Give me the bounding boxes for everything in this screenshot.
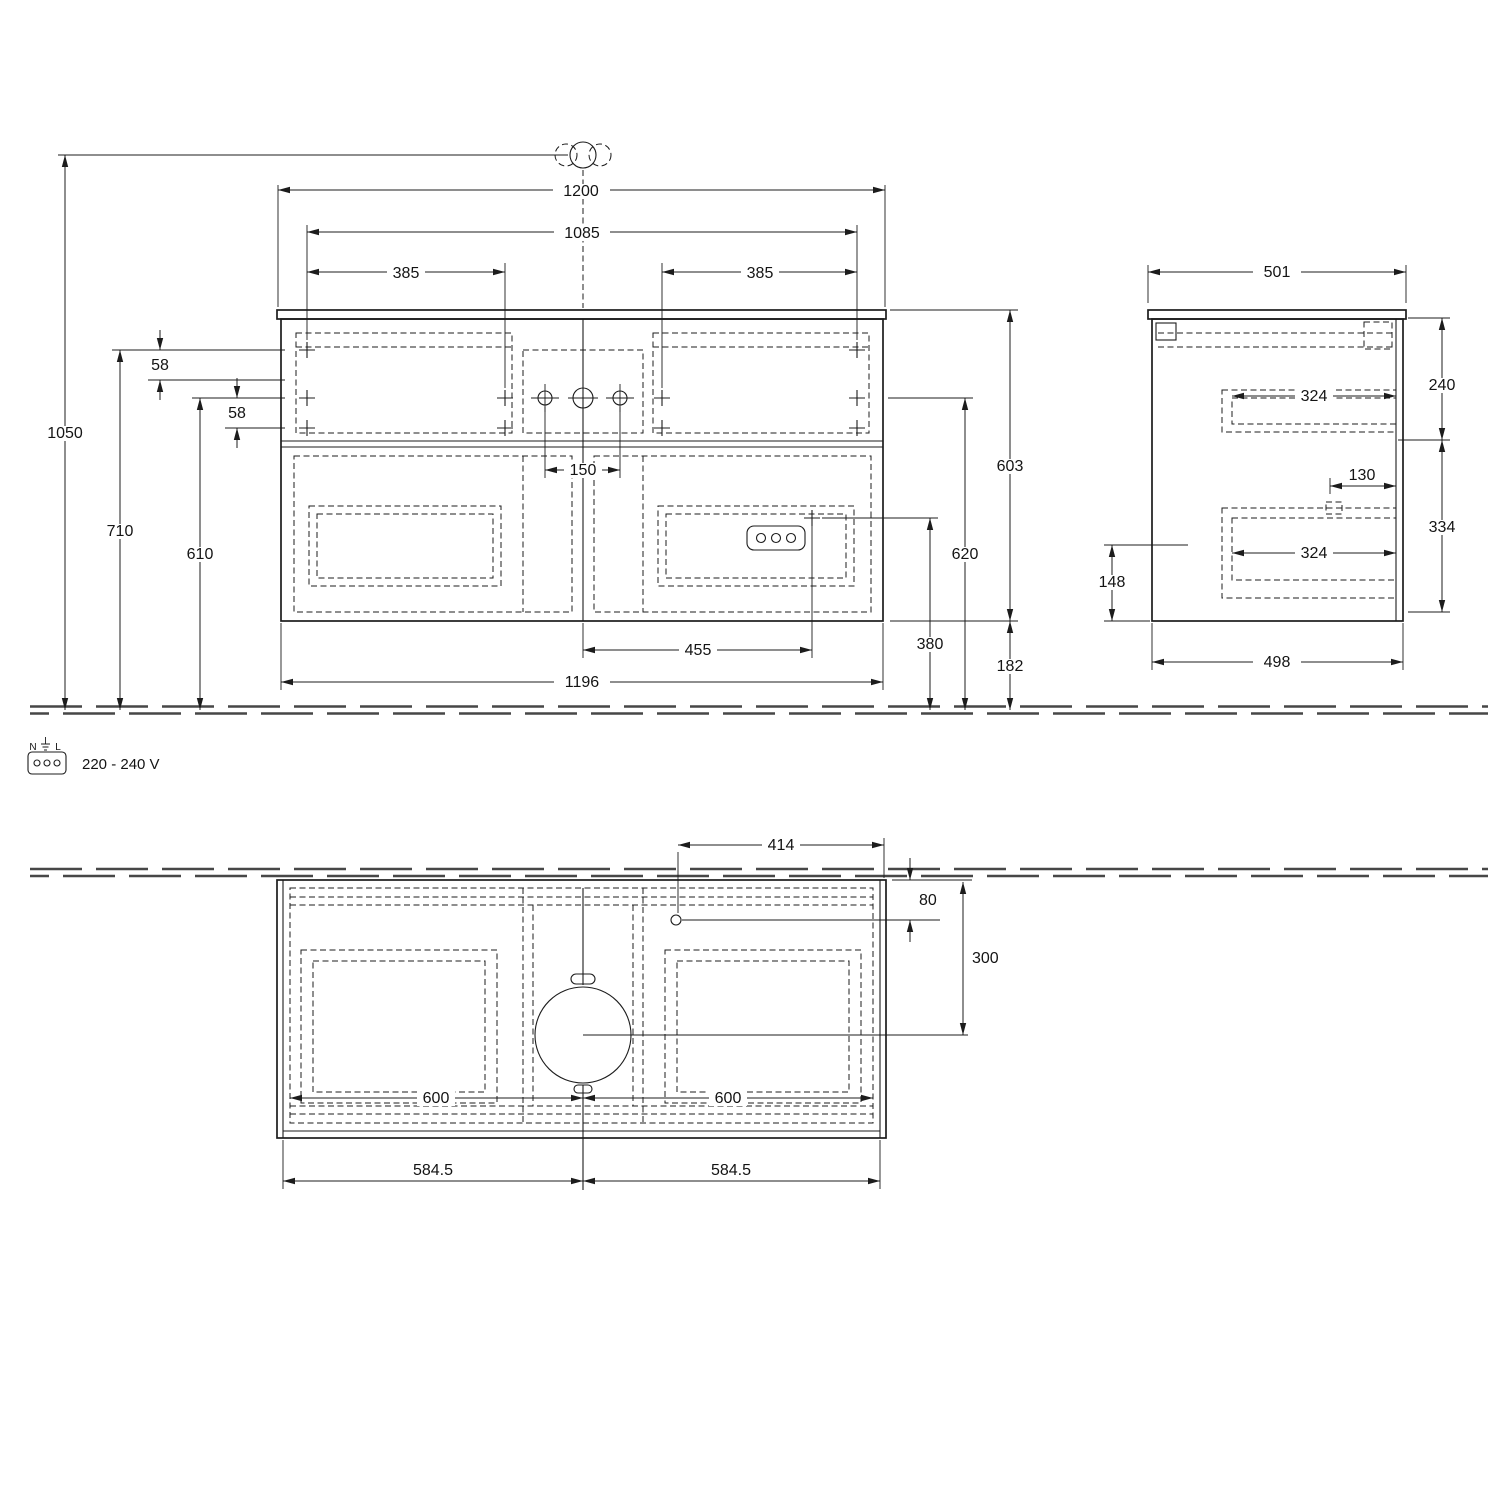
power-socket-icon: N L 220 - 240 V	[27, 737, 160, 775]
dim-label-clearance: 182	[997, 658, 1024, 675]
floor-hatch-line	[30, 705, 1488, 715]
cable-socket-symbol	[746, 525, 806, 551]
fixing-point-crosses	[299, 342, 865, 526]
overflow-slot-bottom	[573, 1084, 593, 1094]
cable-hole	[670, 914, 682, 926]
side-dimension-lines	[1108, 268, 1446, 666]
side-dimension-labels: 501 240 324 130 334 324 148 498	[1093, 264, 1461, 671]
dim-label-height-upper: 710	[107, 523, 134, 540]
dim-label-drain-depth: 300	[972, 950, 999, 967]
side-cabinet-internals	[1158, 321, 1397, 599]
dim-label-overall-width: 1200	[563, 183, 599, 200]
mixer-tap-symbol	[58, 141, 612, 308]
line-label: L	[55, 742, 61, 753]
dim-label-hole-offset: 414	[768, 837, 795, 854]
dim-label-rail-lower: 324	[1301, 545, 1328, 562]
top-view: 414 80 300 600 600 584.5 584.5	[276, 837, 999, 1190]
dim-label-bottom-gap: 148	[1099, 574, 1126, 591]
dim-label-socket-height: 380	[917, 636, 944, 653]
top-outline	[276, 879, 887, 1139]
ground-symbol	[41, 737, 50, 751]
dim-label-half-left: 584.5	[413, 1162, 453, 1179]
dim-label-basin-left: 600	[423, 1090, 450, 1107]
dim-label-depth-bottom: 498	[1264, 654, 1291, 671]
side-view: 501 240 324 130 334 324 148 498	[1093, 264, 1461, 671]
wall-hatch-line	[30, 867, 1488, 878]
dim-label-total-height: 1050	[47, 425, 83, 442]
neutral-label: N	[29, 742, 36, 753]
dim-label-half-right: 584.5	[711, 1162, 751, 1179]
voltage-label: 220 - 240 V	[82, 756, 160, 773]
overflow-slot-top	[570, 973, 596, 985]
drain-hole	[534, 973, 632, 1094]
dim-label-depth-top: 501	[1264, 264, 1291, 281]
top-extension-lines	[282, 838, 972, 1189]
dim-label-notch: 130	[1349, 467, 1376, 484]
dim-label-fixing-span: 1085	[564, 225, 600, 242]
front-extension-lines	[112, 185, 1018, 690]
dim-label-fixing-right: 385	[747, 265, 774, 282]
front-view: 1200 1085 385 385 58 58 1050 710 610 150…	[41, 141, 1029, 710]
dim-label-tap-height: 620	[952, 546, 979, 563]
dim-label-rail-upper: 324	[1301, 388, 1328, 405]
top-internals	[289, 887, 874, 1190]
tap-hole-markers	[531, 383, 634, 413]
dim-label-body-width: 1196	[565, 674, 600, 691]
dim-label-upper-section: 240	[1429, 377, 1456, 394]
dim-label-fixing-left: 385	[393, 265, 420, 282]
front-cabinet-internals	[293, 332, 872, 613]
dim-label-socket-offset: 455	[685, 642, 712, 659]
side-cabinet-outline	[1147, 309, 1407, 622]
dim-label-cabinet-height: 603	[997, 458, 1024, 475]
dim-label-height-lower: 610	[187, 546, 214, 563]
dim-label-basin-right: 600	[715, 1090, 742, 1107]
dim-label-offset-b: 58	[228, 405, 246, 422]
top-dimension-labels: 414 80 300 600 600 584.5 584.5	[413, 837, 999, 1179]
dim-label-lower-section: 334	[1429, 519, 1456, 536]
dim-label-offset-a: 58	[151, 357, 169, 374]
dim-label-hole-depth: 80	[919, 892, 937, 909]
dim-label-tap-spacing: 150	[570, 462, 597, 479]
front-dimension-labels: 1200 1085 385 385 58 58 1050 710 610 150…	[41, 183, 1029, 691]
